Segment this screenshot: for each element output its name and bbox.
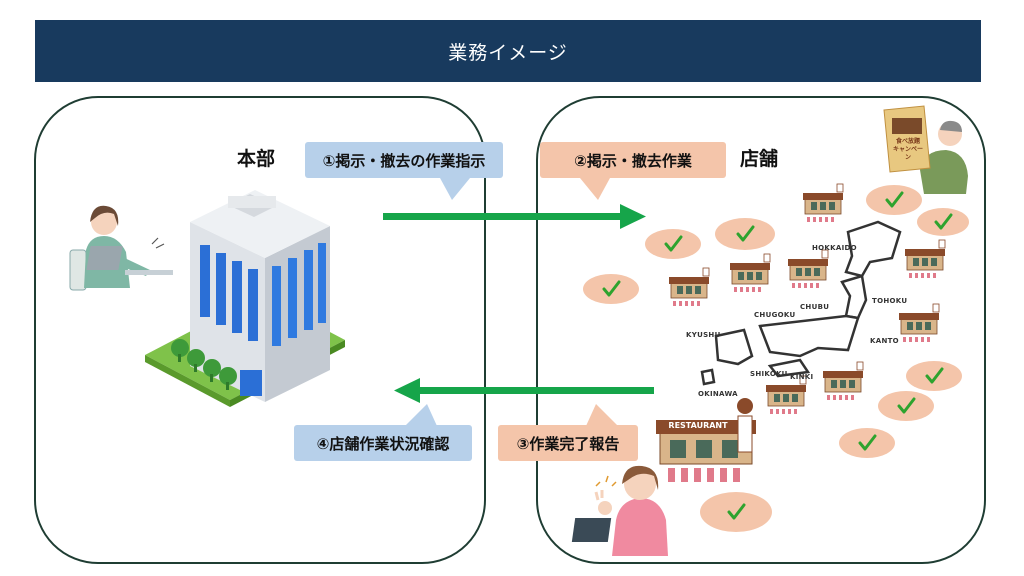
step-4-label: ④店舗作業状況確認 <box>294 425 472 461</box>
step-2-label: ②掲示・撤去作業 <box>540 142 726 178</box>
step-1-tail <box>440 178 470 200</box>
region-shikoku: SHIKOKU <box>750 370 788 378</box>
step-1-label: ①掲示・撤去の作業指示 <box>305 142 503 178</box>
poster-text: 食べ放題 キャンペーン <box>893 138 924 161</box>
region-kyushu: KYUSHU <box>686 331 721 339</box>
step-2-tail <box>580 178 610 200</box>
office-worker-illustration <box>69 205 173 291</box>
region-okinawa: OKINAWA <box>698 390 738 398</box>
store-staff-illustration <box>571 465 668 556</box>
step-4-tail <box>405 404 437 426</box>
step-3-label: ③作業完了報告 <box>498 425 638 461</box>
region-kanto: KANTO <box>870 337 899 345</box>
region-hokkaido: HOKKAIDO <box>812 244 857 252</box>
region-chubu: CHUBU <box>800 303 830 311</box>
poster-staff-illustration <box>883 105 968 194</box>
japan-map <box>700 220 902 386</box>
hq-building-illustration <box>145 190 345 407</box>
step-3-tail <box>586 404 618 426</box>
header-banner: 業務イメージ <box>35 20 981 82</box>
header-title: 業務イメージ <box>448 41 568 64</box>
instruction-arrow <box>383 204 646 229</box>
report-arrow <box>394 378 654 403</box>
store-title: 店舗 <box>740 148 779 170</box>
region-tohoku: TOHOKU <box>872 297 908 305</box>
check-bubbles <box>583 185 969 532</box>
restaurant-sign: RESTAURANT <box>668 421 728 430</box>
region-kinki: KINKI <box>790 373 814 381</box>
region-chugoku: CHUGOKU <box>754 311 796 319</box>
hq-title: 本部 <box>237 148 276 170</box>
large-restaurant-illustration <box>656 398 756 482</box>
